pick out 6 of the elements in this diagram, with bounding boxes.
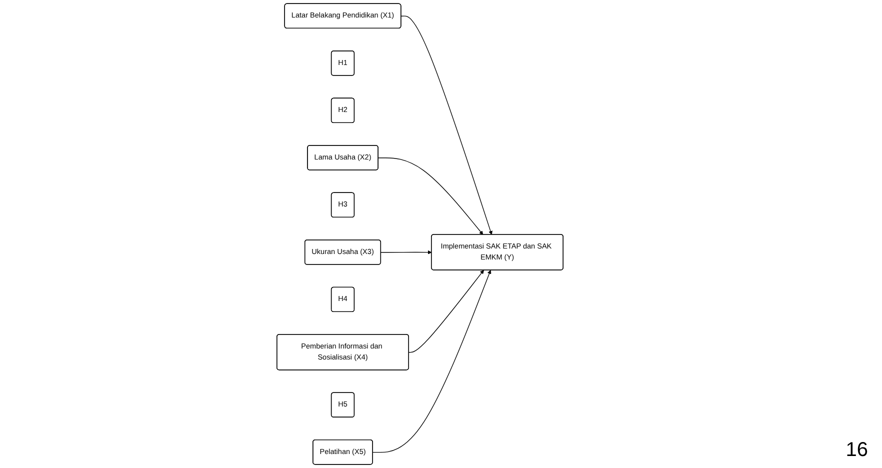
- arrow: [372, 270, 492, 453]
- arrow: [400, 16, 492, 235]
- arrow: [378, 158, 484, 235]
- arrow: [408, 270, 484, 353]
- arrow: [380, 250, 432, 254]
- page-number: 16: [846, 439, 868, 462]
